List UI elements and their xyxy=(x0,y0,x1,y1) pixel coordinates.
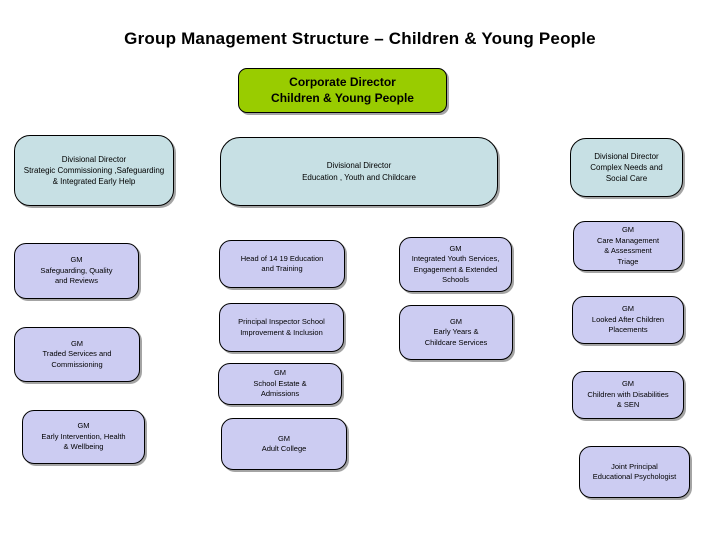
gm-early-years-childcare-services-box: GM Early Years & Childcare Services xyxy=(399,305,513,360)
gm-adult-college-box: GM Adult College xyxy=(221,418,347,470)
corporate-director-box: Corporate Director Children & Young Peop… xyxy=(238,68,447,113)
gm-traded-services-commissioning-box: GM Traded Services and Commissioning xyxy=(14,327,140,382)
principal-inspector-school-improvement-inclusion-box: Principal Inspector School Improvement &… xyxy=(219,303,344,352)
gm-safeguarding-quality-reviews-box: GM Safeguarding, Quality and Reviews xyxy=(14,243,139,299)
gm-care-management-assessment-triage-box: GM Care Management & Assessment Triage xyxy=(573,221,683,271)
divisional-director-complex-needs-social-care-box: Divisional Director Complex Needs and So… xyxy=(570,138,683,197)
page-title: Group Management Structure – Children & … xyxy=(124,29,596,48)
gm-integrated-youth-services-box: GM Integrated Youth Services, Engagement… xyxy=(399,237,512,292)
divisional-director-education-youth-childcare-box: Divisional Director Education , Youth an… xyxy=(220,137,498,206)
gm-children-with-disabilities-sen-box: GM Children with Disabilities & SEN xyxy=(572,371,684,419)
divisional-director-strategic-commissioning-box: Divisional Director Strategic Commission… xyxy=(14,135,174,206)
joint-principal-educational-psychologist-box: Joint Principal Educational Psychologist xyxy=(579,446,690,498)
gm-looked-after-children-placements-box: GM Looked After Children Placements xyxy=(572,296,684,344)
gm-school-estate-admissions-box: GM School Estate & Admissions xyxy=(218,363,342,405)
head-of-14-19-education-training-box: Head of 14 19 Education and Training xyxy=(219,240,345,288)
gm-early-intervention-health-wellbeing-box: GM Early Intervention, Health & Wellbein… xyxy=(22,410,145,464)
